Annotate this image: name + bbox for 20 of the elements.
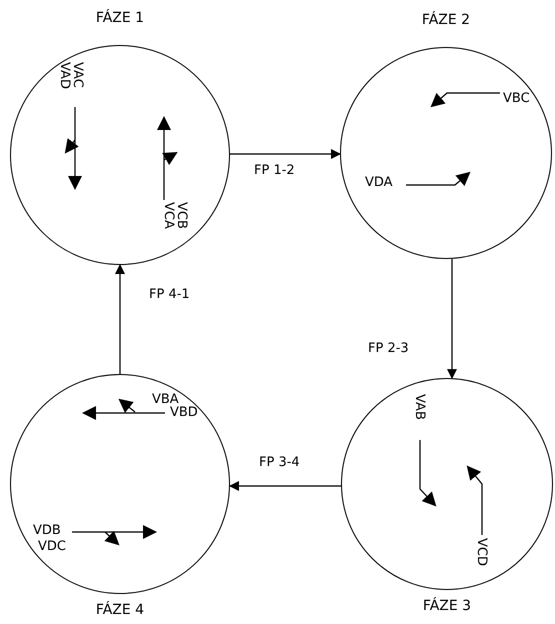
direction-label: VAB [413,394,426,420]
direction-label: VAC [71,62,84,88]
arrow [115,264,125,374]
arrow [447,258,457,380]
direction-label: VCA [162,202,175,229]
direction-label: VDB [33,523,61,539]
direction-label: VAD [58,62,71,89]
arrow [230,149,341,159]
phase-heading: FÁZE 1 [96,8,144,28]
direction-label: VDC [38,539,66,555]
phase-heading: FÁZE 3 [422,596,472,616]
phase-heading: FÁZE 2 [422,10,470,30]
direction-label: VDA [365,175,393,191]
phase-heading: FÁZE 4 [96,600,144,620]
direction-label: VBD [170,405,198,421]
arrow [228,481,342,491]
direction-label: VCD [475,538,488,566]
direction-label: VCB [175,202,188,229]
direction-label: VBC [503,91,530,107]
direction-label: VBA [152,392,179,407]
